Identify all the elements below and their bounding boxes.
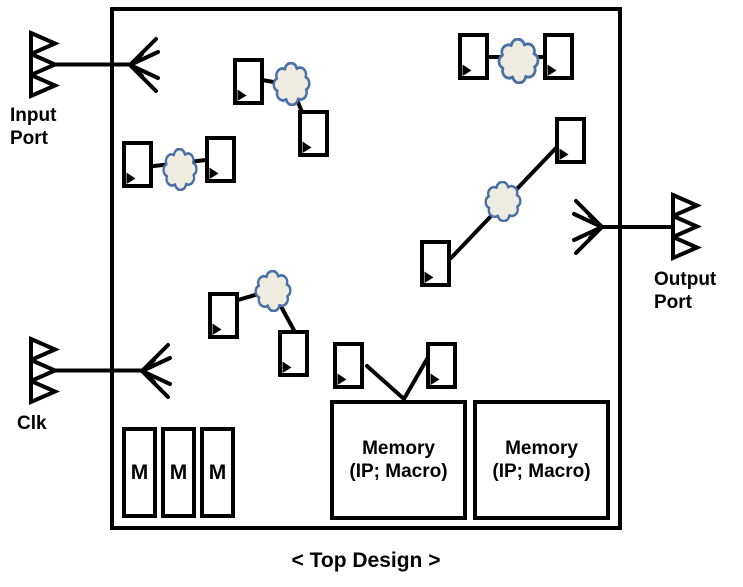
logic-cloud-icon: [484, 181, 522, 222]
flip-flop-icon: [205, 136, 236, 183]
flip-flop-icon: [208, 292, 239, 339]
logic-cloud-icon: [162, 148, 198, 191]
clk-port-label: Clk: [17, 413, 47, 434]
flip-flop-icon: [426, 342, 457, 389]
logic-cloud-icon: [497, 38, 540, 84]
logic-cloud-icon: [254, 270, 292, 312]
flip-flop-icon: [555, 117, 586, 164]
logic-cloud-icon: [272, 62, 311, 106]
diagram-caption: < Top Design >: [291, 549, 441, 572]
m-block: M: [200, 427, 235, 518]
output-port-label: Output Port: [654, 269, 717, 313]
flip-flop-icon: [278, 330, 309, 377]
flip-flop-icon: [333, 342, 364, 389]
clk-port-icon: [29, 337, 57, 404]
flip-flop-icon: [233, 58, 264, 105]
wire-ff-to-memory: [365, 357, 429, 403]
top-design-boundary: [110, 7, 622, 530]
input-port-label: Input Port: [10, 105, 57, 149]
flip-flop-icon: [420, 240, 451, 287]
memory-macro-block: Memory (IP; Macro): [330, 400, 467, 520]
memory-macro-block: Memory (IP; Macro): [473, 400, 610, 520]
flip-flop-icon: [298, 110, 329, 157]
flip-flop-icon: [122, 141, 153, 188]
input-fanout-icon: [128, 37, 160, 93]
m-block: M: [161, 427, 196, 518]
output-port-icon: [671, 193, 699, 260]
output-fanin-icon: [572, 199, 604, 255]
flip-flop-icon: [458, 33, 489, 80]
m-block: M: [122, 427, 157, 518]
clk-fanout-icon: [140, 343, 172, 399]
input-port-icon: [29, 31, 57, 98]
flip-flop-icon: [543, 33, 574, 80]
